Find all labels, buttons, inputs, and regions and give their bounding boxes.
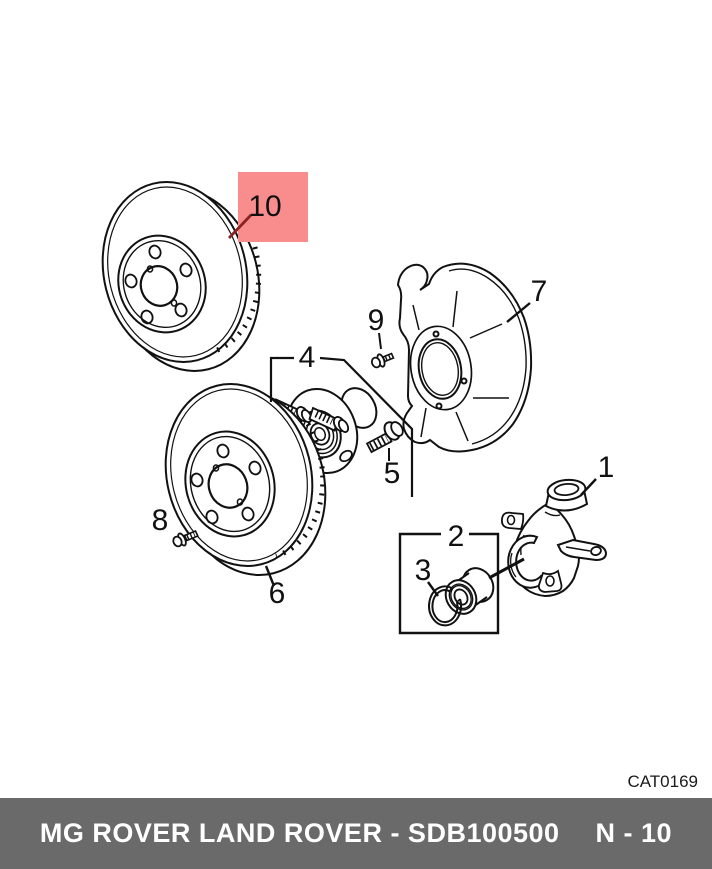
callout-5[interactable]: 5 xyxy=(384,457,401,490)
part-screw-8 xyxy=(172,529,199,548)
part-knuckle xyxy=(500,478,608,598)
wheel-stud xyxy=(308,406,350,433)
footer-page-ref: N - 10 xyxy=(595,818,673,848)
part-screw-9 xyxy=(370,352,395,369)
callout-2[interactable]: 2 xyxy=(448,520,465,553)
leader-line-1 xyxy=(580,478,597,496)
footer-title: MG ROVER LAND ROVER - SDB100500 xyxy=(39,818,560,848)
leader-line-3 xyxy=(427,581,439,597)
callout-6[interactable]: 6 xyxy=(269,577,286,610)
callout-1[interactable]: 1 xyxy=(598,451,615,484)
leader-line-2 xyxy=(488,557,525,580)
part-brake-disc-front xyxy=(164,383,327,576)
callout-3[interactable]: 3 xyxy=(415,554,432,587)
leader-line-10 xyxy=(227,214,253,239)
leader-bracket-4 xyxy=(269,356,414,497)
callout-7[interactable]: 7 xyxy=(531,275,548,308)
leader-line-6 xyxy=(264,565,276,587)
part-dust-shield xyxy=(396,262,533,453)
part-brake-disc-top xyxy=(101,181,262,372)
leader-line-9 xyxy=(378,332,382,350)
leader-line-7 xyxy=(506,302,531,323)
parts-diagram: 10 1 2 3 4 5 6 7 8 9 CAT0169 xyxy=(101,172,698,791)
callout-9[interactable]: 9 xyxy=(368,304,385,337)
part-snap-ring xyxy=(428,585,463,627)
callout-8[interactable]: 8 xyxy=(152,504,169,537)
highlight-box[interactable]: 10 xyxy=(227,172,308,242)
footer-bar: MG ROVER LAND ROVER - SDB100500 N - 10 xyxy=(0,798,712,869)
part-bolt-5 xyxy=(365,421,404,454)
catalog-code: CAT0169 xyxy=(627,772,698,791)
callout-4[interactable]: 4 xyxy=(299,341,316,374)
callout-10[interactable]: 10 xyxy=(248,190,281,223)
